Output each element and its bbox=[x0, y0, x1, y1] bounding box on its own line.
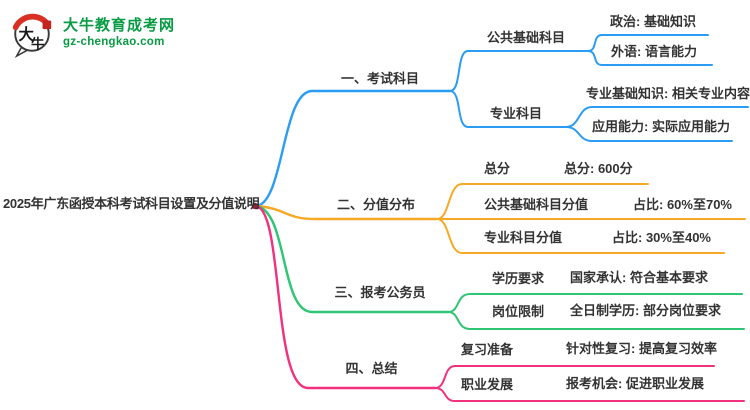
leaf-major-basic-knowledge: 专业基础知识: 相关专业内容 bbox=[586, 86, 750, 101]
line-major-score bbox=[436, 218, 725, 254]
line-public-basic bbox=[449, 50, 589, 92]
line-applied-ability bbox=[565, 126, 733, 142]
leaf-applied-ability: 应用能力: 实际应用能力 bbox=[592, 119, 730, 134]
node-public-basic-subjects: 公共基础科目 bbox=[486, 30, 565, 45]
central-topic: 2025年广东函授本科考试科目设置及分值说明 bbox=[3, 196, 260, 211]
line-major-subjects bbox=[449, 90, 567, 128]
logo-char-niu: 牛 bbox=[31, 35, 45, 51]
line-branch-score bbox=[254, 204, 439, 221]
line-branch-summary bbox=[254, 204, 437, 390]
leaf-state-recognition: 国家承认: 符合基本要求 bbox=[570, 270, 708, 285]
line-career-dev bbox=[434, 387, 745, 402]
node-review-preparation: 复习准备 bbox=[461, 342, 514, 357]
node-summary: 四、总结 bbox=[345, 361, 398, 376]
leaf-major-score-ratio: 占比: 30%至40% bbox=[612, 230, 711, 245]
leaf-foreign-language: 外语: 语言能力 bbox=[611, 44, 697, 59]
leaf-public-score-ratio: 占比: 60%至70% bbox=[633, 197, 732, 212]
node-civil-servant: 三、报考公务员 bbox=[334, 285, 426, 300]
leaf-application-opportunity: 报考机会: 促进职业发展 bbox=[566, 376, 704, 391]
node-public-score: 公共基础科目分值 bbox=[484, 197, 589, 212]
node-score-distribution: 二、分值分布 bbox=[336, 197, 415, 212]
leaf-politics: 政治: 基础知识 bbox=[610, 14, 696, 29]
line-foreign-language bbox=[587, 50, 713, 66]
line-branch-civil bbox=[254, 204, 450, 314]
leaf-total-score-value: 总分: 600分 bbox=[564, 161, 633, 176]
logo-char-da: 大 bbox=[19, 25, 35, 44]
node-post-restriction: 岗位限制 bbox=[492, 304, 545, 319]
daniu-logo-icon: 大 牛 bbox=[12, 13, 52, 58]
line-total-score bbox=[436, 183, 649, 220]
line-review-prep bbox=[434, 365, 715, 389]
logo-title: 大牛教育成考网 bbox=[63, 17, 176, 34]
node-exam-subjects: 一、考试科目 bbox=[340, 71, 419, 86]
line-branch-exam bbox=[254, 89, 452, 208]
logo-text-block: 大牛教育成考网 gz-chengkao.com bbox=[63, 17, 175, 49]
line-post-restriction bbox=[447, 311, 745, 330]
node-education-requirement: 学历要求 bbox=[492, 271, 545, 286]
node-major-subjects: 专业科目 bbox=[489, 106, 542, 121]
leaf-targeted-review: 针对性复习: 提高复习效率 bbox=[566, 341, 717, 356]
line-major-basic bbox=[565, 106, 749, 128]
logo-red-seal bbox=[42, 20, 52, 30]
site-logo: 大 牛 大牛教育成考网 gz-chengkao.com bbox=[8, 8, 175, 58]
junction-dot bbox=[251, 202, 259, 210]
logo-domain: gz-chengkao.com bbox=[63, 36, 165, 48]
node-total-score: 总分 bbox=[484, 161, 511, 176]
leaf-fulltime-requirement: 全日制学历: 部分岗位要求 bbox=[570, 303, 721, 318]
node-career-development: 职业发展 bbox=[461, 377, 514, 392]
line-education-req bbox=[447, 293, 743, 313]
node-major-score: 专业科目分值 bbox=[484, 230, 563, 245]
